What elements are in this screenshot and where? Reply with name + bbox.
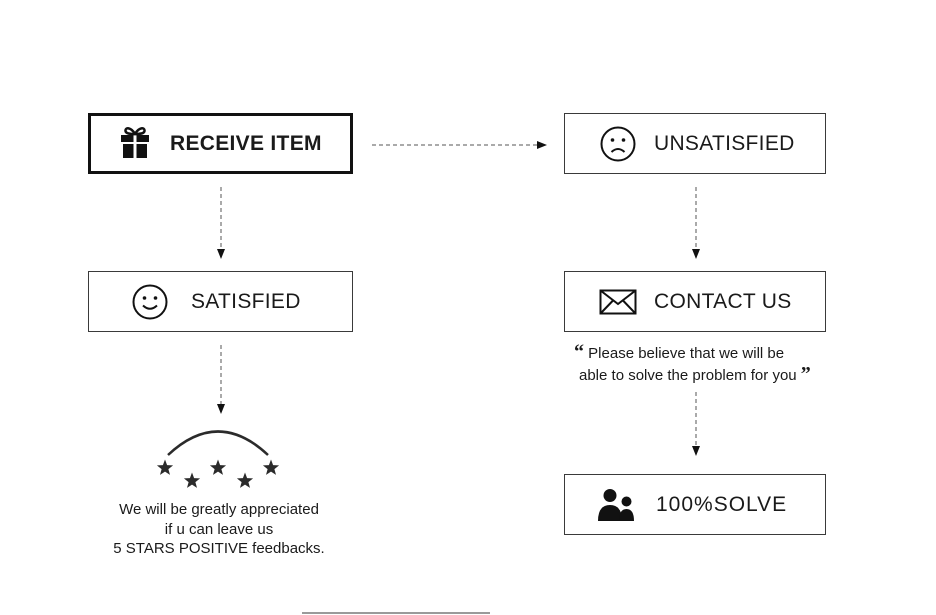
contact-us-label: CONTACT US: [654, 289, 792, 313]
close-quote-mark: ”: [800, 363, 811, 385]
sad-face-icon: [600, 126, 636, 162]
open-quote-mark: “: [574, 341, 584, 363]
star-icon: [209, 459, 227, 475]
quote-line-2: able to solve the problem for you: [579, 367, 797, 384]
receive-item-label: RECEIVE ITEM: [170, 131, 322, 155]
envelope-icon: [599, 289, 637, 315]
reassurance-quote: “ Please believe that we will be able to…: [566, 342, 826, 386]
appreciation-line-1: We will be greatly appreciated: [119, 501, 319, 518]
appreciation-line-2: if u can leave us: [164, 520, 274, 538]
star-rating: [156, 459, 280, 488]
solve-box: 100%SOLVE: [564, 474, 826, 535]
receive-item-box: RECEIVE ITEM: [88, 113, 353, 174]
satisfied-box: SATISFIED: [88, 271, 353, 332]
quote-line-1: Please believe that we will be: [588, 345, 785, 362]
star-icon: [236, 472, 254, 488]
appreciation-line-3: 5 STARS POSITIVE feedbacks.: [113, 540, 325, 557]
bottom-divider: [302, 612, 490, 614]
contact-us-box: CONTACT US: [564, 271, 826, 332]
unsatisfied-label: UNSATISFIED: [654, 131, 795, 155]
gift-icon: [121, 127, 149, 158]
rating-arc: [167, 430, 269, 456]
solve-label: 100%SOLVE: [656, 492, 788, 516]
star-icon: [262, 459, 280, 475]
smile-face-icon: [132, 284, 168, 320]
unsatisfied-box: UNSATISFIED: [564, 113, 826, 174]
star-icon: [156, 459, 174, 475]
appreciation-text: We will be greatly appreciated if u can …: [88, 500, 350, 559]
satisfied-label: SATISFIED: [191, 289, 301, 313]
star-icon: [183, 472, 201, 488]
people-icon: [598, 489, 634, 521]
